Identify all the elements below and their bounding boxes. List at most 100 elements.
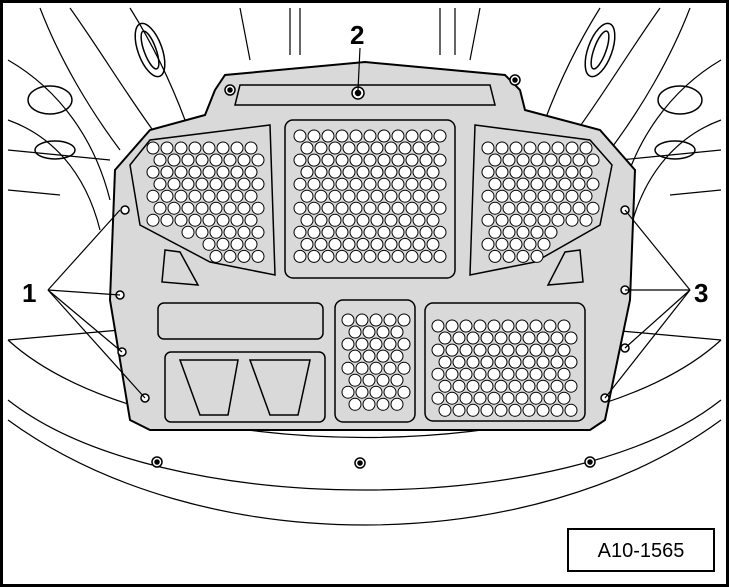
perforation-hole (515, 343, 529, 357)
perforation-hole (412, 213, 426, 227)
perforation-hole (466, 355, 480, 369)
perforation-hole (544, 201, 558, 215)
perforation-hole (202, 237, 216, 251)
perforation-hole (160, 189, 174, 203)
perforation-hole (181, 153, 195, 167)
perforation-hole (377, 153, 391, 167)
perforation-hole (473, 391, 487, 405)
perforation-hole (300, 213, 314, 227)
perforation-hole (384, 237, 398, 251)
perforation-hole (551, 141, 565, 155)
perforation-hole (487, 319, 501, 333)
perforation-hole (530, 201, 544, 215)
perforation-hole (356, 189, 370, 203)
perforation-hole (355, 385, 369, 399)
perforation-hole (509, 237, 523, 251)
perforation-hole (160, 141, 174, 155)
perforation-hole (377, 249, 391, 263)
fastener-bolt-left-1 (120, 205, 130, 215)
perforation-hole (523, 213, 537, 227)
perforation-hole (426, 237, 440, 251)
perforation-hole (405, 249, 419, 263)
perforation-hole (341, 361, 355, 375)
perforation-hole (487, 343, 501, 357)
perforation-hole (523, 141, 537, 155)
perforation-hole (328, 237, 342, 251)
perforation-hole (551, 213, 565, 227)
perforation-hole (363, 153, 377, 167)
perforation-hole (307, 129, 321, 143)
perforation-hole (181, 201, 195, 215)
callout-2-label: 2 (350, 20, 364, 50)
perforation-hole (509, 189, 523, 203)
perforation-hole (293, 177, 307, 191)
perforation-hole (452, 331, 466, 345)
perforation-hole (230, 141, 244, 155)
perforation-hole (244, 213, 258, 227)
perforation-hole (223, 249, 237, 263)
perforation-hole (237, 225, 251, 239)
vehicle-body-structure (7, 7, 722, 526)
perforation-hole (244, 189, 258, 203)
perforation-hole (586, 177, 600, 191)
perforation-hole (363, 249, 377, 263)
perforation-hole (160, 213, 174, 227)
perforation-hole (452, 379, 466, 393)
perforation-hole (544, 177, 558, 191)
perforation-hole (237, 201, 251, 215)
perforation-hole (335, 225, 349, 239)
perforation-hole (419, 129, 433, 143)
perforation-hole (216, 237, 230, 251)
perforation-hole (237, 153, 251, 167)
perforation-hole (516, 225, 530, 239)
perforation-hole (494, 379, 508, 393)
perforation-hole (363, 225, 377, 239)
perforation-hole (405, 129, 419, 143)
perforation-hole (370, 237, 384, 251)
perforation-hole (564, 403, 578, 417)
fastener-bolt-top-right (509, 74, 521, 86)
perforation-hole (550, 355, 564, 369)
perforation-hole (419, 225, 433, 239)
perforation-hole (466, 379, 480, 393)
perforation-hole (488, 177, 502, 191)
perforation-hole (431, 343, 445, 357)
perforation-hole (509, 213, 523, 227)
perforation-hole (167, 153, 181, 167)
perforation-hole (349, 201, 363, 215)
perforation-hole (362, 373, 376, 387)
perforation-hole (412, 165, 426, 179)
perforation-hole (181, 225, 195, 239)
perforation-hole (363, 201, 377, 215)
perforation-hole (481, 165, 495, 179)
perforation-hole (516, 153, 530, 167)
perforation-hole (466, 331, 480, 345)
perforation-hole (558, 177, 572, 191)
perforation-hole (293, 201, 307, 215)
perforation-hole (216, 165, 230, 179)
perforation-hole (433, 225, 447, 239)
perforation-hole (480, 379, 494, 393)
perforation-hole (405, 153, 419, 167)
perforation-hole (244, 165, 258, 179)
perforation-hole (314, 189, 328, 203)
perforation-hole (544, 153, 558, 167)
perforation-hole (558, 153, 572, 167)
perforation-hole (529, 391, 543, 405)
perforation-hole (419, 153, 433, 167)
perforation-hole (377, 201, 391, 215)
perforation-hole (349, 177, 363, 191)
perforation-hole (300, 165, 314, 179)
perforation-hole (356, 237, 370, 251)
perforation-hole (390, 373, 404, 387)
perforation-hole (355, 361, 369, 375)
perforation-hole (167, 201, 181, 215)
perforation-hole (398, 189, 412, 203)
perforation-hole (522, 331, 536, 345)
perforation-hole (237, 249, 251, 263)
perforation-hole (530, 177, 544, 191)
perforation-hole (314, 237, 328, 251)
perforation-hole (195, 153, 209, 167)
fastener-bumper-center (354, 457, 366, 469)
